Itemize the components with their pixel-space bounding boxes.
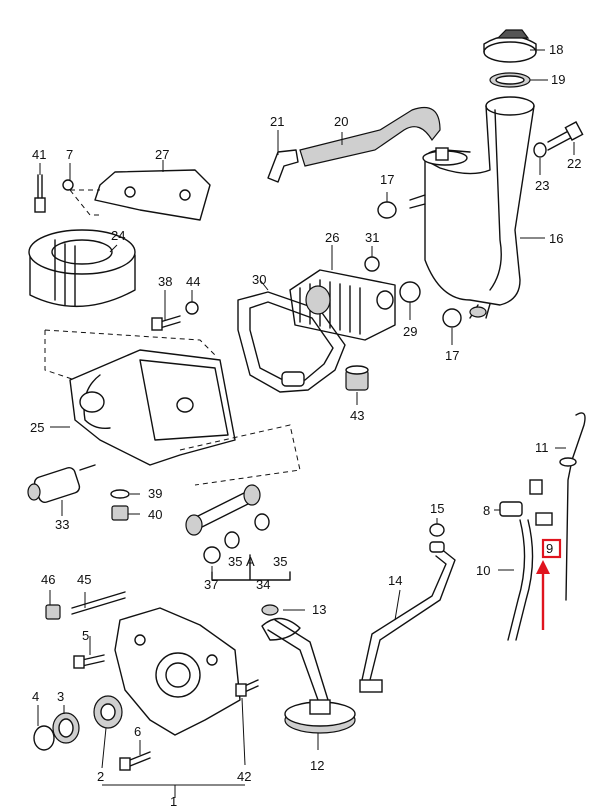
callout-7: 7: [66, 147, 73, 162]
hex-plug-43: [345, 365, 369, 391]
callout-8: 8: [483, 503, 490, 518]
callout-4: 4: [32, 689, 39, 704]
callout-19: 19: [551, 72, 565, 87]
washer-15: [429, 523, 445, 537]
oil-filler-cap: [483, 29, 537, 63]
callout-15-visible: 15: [430, 501, 444, 516]
dipstick: [559, 412, 586, 601]
callout-5: 5: [82, 628, 89, 643]
oil-filter-console: [44, 329, 301, 486]
callout-23: 23: [535, 178, 549, 193]
callout-31: 31: [365, 230, 379, 245]
nut-46: [45, 604, 61, 620]
callout-12: 12: [310, 758, 324, 773]
callout-27: 27: [155, 147, 169, 162]
seal-9: [535, 512, 553, 526]
o-ring-17b: [442, 308, 462, 328]
highlight-arrow: [536, 560, 550, 630]
oil-tank: [409, 96, 535, 319]
callout-39: 39: [148, 486, 162, 501]
callout-20: 20: [334, 114, 348, 129]
bolt-6: [119, 751, 151, 771]
washer-7: [62, 179, 74, 191]
callout-14: 14: [388, 573, 402, 588]
stud-45: [71, 591, 126, 615]
o-ring-17a: [377, 201, 397, 219]
seal-2: [93, 695, 123, 729]
callout-26: 26: [325, 230, 339, 245]
ring-35a: [224, 531, 240, 549]
piston-34: [185, 484, 261, 536]
callout-6: 6: [134, 724, 141, 739]
washer-23: [533, 142, 547, 158]
callout-34: 34: [256, 577, 270, 592]
bolt-5: [73, 654, 105, 669]
oil-strainer: [261, 617, 356, 734]
callout-45: 45: [77, 572, 91, 587]
washer-44: [185, 301, 199, 315]
callout-40: 40: [148, 507, 162, 522]
callout-30: 30: [252, 272, 266, 287]
breather-hose: [299, 106, 441, 167]
ring-35b: [254, 513, 270, 531]
plug-40: [111, 505, 129, 521]
callout-11: 11: [535, 440, 549, 455]
bracket-top: [529, 479, 543, 495]
callout-46: 46: [41, 572, 55, 587]
callout-42: 42: [237, 769, 251, 784]
callout-18: 18: [549, 42, 563, 57]
filler-cap-seal: [489, 72, 531, 88]
callout-41: 41: [32, 147, 46, 162]
bolt-22: [547, 121, 584, 151]
washer-39: [110, 489, 130, 499]
callout-33: 33: [55, 517, 69, 532]
callout-17a: 17: [380, 172, 394, 187]
callout-21: 21: [270, 114, 284, 129]
callout-37: 37: [204, 577, 218, 592]
callout-22: 22: [567, 156, 581, 171]
callout-10: 10: [476, 563, 490, 578]
gasket-30: [237, 291, 346, 393]
seal-13: [261, 604, 279, 616]
oil-filter: [28, 229, 136, 308]
ring-37: [203, 546, 221, 564]
bolt-38: [151, 315, 181, 331]
callout-38: 38: [158, 274, 172, 289]
oil-cooler: [289, 269, 396, 341]
callout-25-text: 25: [30, 420, 44, 435]
o-ring-29: [399, 281, 421, 303]
bearing-3: [52, 712, 80, 744]
oil-pipe: [359, 541, 456, 693]
highlight-box: [541, 538, 562, 559]
callout-43: 43: [350, 408, 364, 423]
callout-16: 16: [549, 231, 563, 246]
callout-labels: 18 19 21 20 22 23 41 7 27 17 16 24 26 31…: [30, 42, 581, 806]
leader-lines: [37, 49, 575, 798]
callout-A: A: [246, 554, 255, 569]
callout-1: 1: [170, 794, 177, 806]
bolt-41: [34, 174, 46, 213]
callout-3: 3: [57, 689, 64, 704]
bolt-42: [235, 679, 259, 697]
callout-13: 13: [312, 602, 326, 617]
bracket-27: [69, 169, 211, 221]
callout-29: 29: [403, 324, 417, 339]
clip-8: [499, 501, 523, 517]
callout-24: 24: [111, 228, 125, 243]
callout-35b: 35: [273, 554, 287, 569]
callout-35a: 35: [228, 554, 242, 569]
o-ring-31: [364, 256, 380, 272]
oil-pump: [114, 607, 241, 736]
elbow-fitting: [267, 149, 299, 183]
callout-17b: 17: [445, 348, 459, 363]
bracket-34-dimension: [211, 554, 291, 581]
callout-9: 9: [546, 541, 553, 556]
dipstick-tube: [507, 519, 534, 641]
pressure-valve-33: [27, 464, 96, 503]
callout-2: 2: [97, 769, 104, 784]
ring-4: [33, 725, 55, 751]
callout-44: 44: [186, 274, 200, 289]
